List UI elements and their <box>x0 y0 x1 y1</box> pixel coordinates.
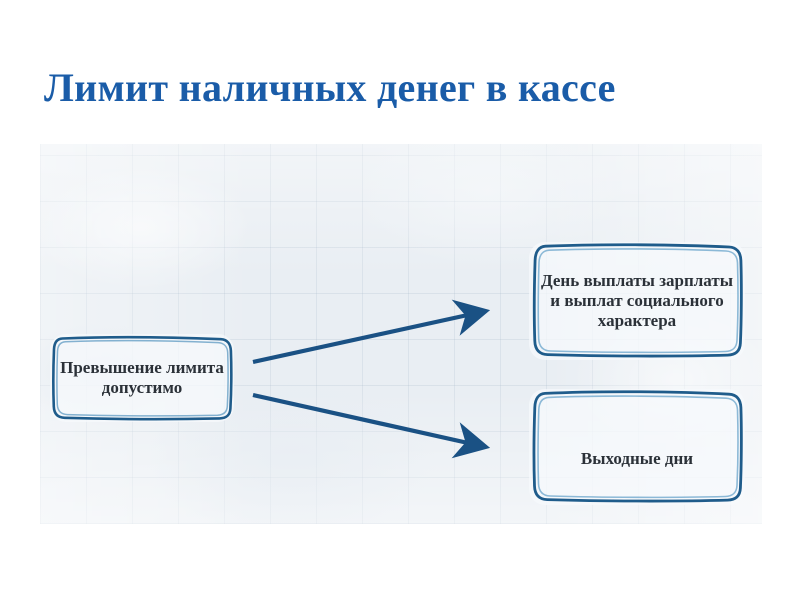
sketch-frame <box>532 390 743 503</box>
node-excess-allowed: Превышение лимита допустимо <box>50 334 234 422</box>
node-label-weekend: Выходные дни <box>580 449 694 469</box>
node-label-payday: День выплаты зарплаты и выплат социально… <box>540 271 733 330</box>
node-payday: День выплаты зарплаты и выплат социально… <box>529 242 745 360</box>
node-weekend: Выходные дни <box>529 389 745 505</box>
diagram-image-panel: Превышение лимита допустимо День выплаты… <box>40 144 762 524</box>
node-label-excess-allowed: Превышение лимита допустимо <box>60 358 224 397</box>
page-title: Лимит наличных денег в кассе <box>44 65 616 110</box>
arrow-to-weekend <box>252 392 491 459</box>
arrow-to-payday <box>252 299 491 365</box>
